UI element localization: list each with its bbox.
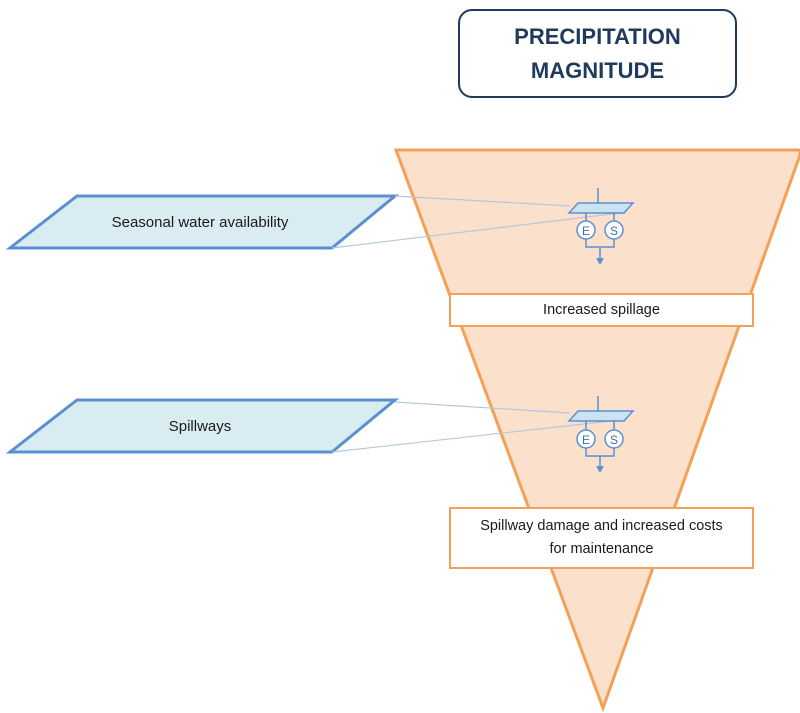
node-1-s-symbol: S: [610, 224, 618, 238]
process-node-1: E S: [567, 188, 635, 265]
process-node-2: E S: [567, 396, 635, 473]
input-label-seasonal-water: Seasonal water availability: [111, 213, 289, 231]
connector-lines: [331, 195, 621, 453]
precipitation-funnel: [393, 148, 800, 713]
node-2-s-symbol: S: [610, 433, 618, 447]
node-1-e-symbol: E: [582, 224, 590, 238]
output-box-increased-spillage: Increased spillage: [449, 293, 754, 327]
input-label-spillways: Spillways: [168, 417, 232, 435]
title-box: PRECIPITATION MAGNITUDE: [458, 9, 737, 98]
output-box-spillway-damage: Spillway damage and increased costs for …: [449, 507, 754, 569]
node-2-e-symbol: E: [582, 433, 590, 447]
diagram-title: PRECIPITATION MAGNITUDE: [514, 23, 681, 83]
